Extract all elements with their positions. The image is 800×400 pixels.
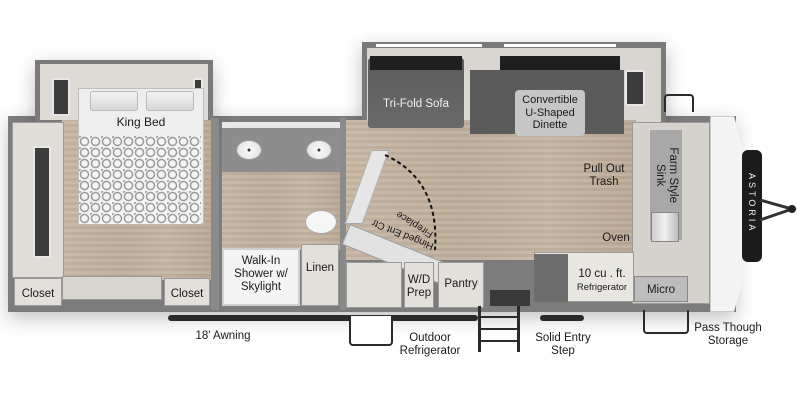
- closet-left-label: Closet: [21, 288, 55, 300]
- dinette-back-shadow: [500, 56, 620, 70]
- astoria-badge: [742, 150, 762, 262]
- pantry-label: Pantry: [444, 278, 478, 290]
- slideout-window: [625, 70, 645, 106]
- sofa-label: Tri-Fold Sofa: [382, 98, 450, 110]
- sofa-back-shadow: [370, 56, 462, 70]
- bath-sink-left-icon: [236, 140, 262, 160]
- awning-right: [540, 315, 584, 321]
- linen-cabinet: [301, 244, 339, 306]
- entry-step: [478, 306, 520, 352]
- closet-left: [14, 278, 62, 306]
- storage-label: Pass Though Storage: [694, 322, 762, 348]
- wd-prep: [404, 262, 434, 308]
- closet-right-label: Closet: [170, 288, 204, 300]
- storage-hatch-top: [664, 94, 694, 112]
- slideout-top-trim-2: [504, 44, 616, 47]
- shower-label: Walk-In Shower w/ Skylight: [234, 255, 288, 294]
- door-swing-arc-icon: [384, 154, 437, 251]
- living-floor: [346, 120, 636, 260]
- bath-living-wall: [340, 118, 346, 310]
- slideout-top-trim-1: [376, 44, 482, 47]
- outdoor-fridge-cab: [346, 262, 402, 308]
- oven-label: Oven: [602, 232, 630, 244]
- wd-prep-label: W/D Prep: [406, 274, 432, 300]
- fridge-label-2: Refrigerator: [576, 282, 628, 293]
- farm-sink-basin-icon: [651, 212, 679, 242]
- dresser: [62, 276, 162, 300]
- bath-sink-right-icon: [306, 140, 332, 160]
- awning: [168, 315, 478, 321]
- entry-door[interactable]: [490, 290, 530, 306]
- awning-label: 18' Awning: [195, 330, 251, 342]
- bed-pillow-right: [146, 91, 194, 111]
- trash-label: Pull Out Trash: [583, 163, 625, 189]
- pass-through-storage-hatch: [643, 310, 689, 334]
- outdoor-fridge-hatch: [349, 316, 393, 346]
- bed-quilt: [79, 136, 201, 224]
- dinette-table: [515, 90, 585, 136]
- pantry: [438, 262, 484, 308]
- refrigerator-side: [534, 254, 568, 302]
- linen-label: Linen: [305, 262, 335, 274]
- bedroom-bath-wall: [211, 118, 219, 310]
- bedroom-slide-window-left: [52, 78, 70, 116]
- astoria-badge-text: ASTORIA: [747, 172, 758, 234]
- walk-in-shower: [222, 248, 300, 306]
- bedroom-side-window: [33, 146, 51, 258]
- king-bed-label: King Bed: [116, 115, 166, 129]
- closet-right: [164, 278, 210, 306]
- farm-sink-label: Farm Style Sink: [654, 147, 680, 204]
- outdoor-fridge-label: Outdoor Refrigerator: [399, 332, 461, 358]
- microwave: [634, 276, 688, 302]
- bed-pillow-left: [90, 91, 138, 111]
- micro-label: Micro: [646, 284, 676, 296]
- entry-step-label: Solid Entry Step: [535, 332, 591, 358]
- hitch-icon: [759, 198, 798, 222]
- fridge-label-1: 10 cu . ft.: [578, 268, 626, 280]
- dinette-label: Convertible U-Shaped Dinette: [522, 94, 578, 132]
- toilet-icon: [305, 210, 337, 234]
